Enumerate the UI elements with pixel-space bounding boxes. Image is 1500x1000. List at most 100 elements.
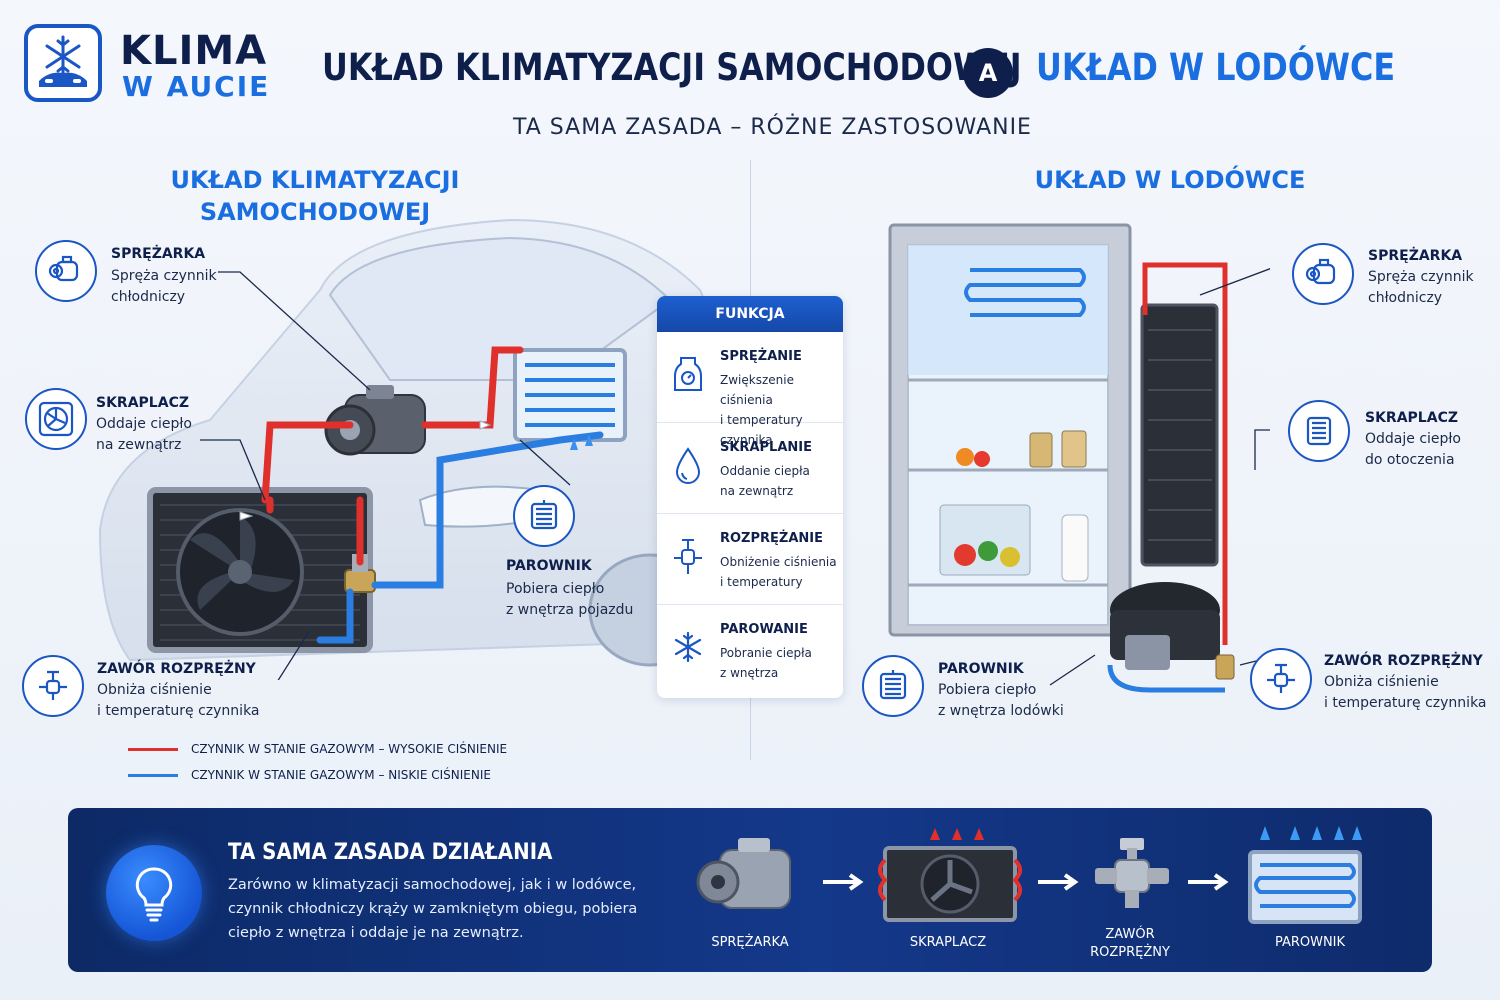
flow-valve-image — [1095, 838, 1169, 908]
function-row-desc: Pobranie ciepła z wnętrza — [720, 643, 843, 683]
lightbulb-icon — [135, 867, 173, 922]
function-row-expansion: ROZPRĘŻANIE Obniżenie ciśnienia i temper… — [657, 514, 843, 605]
car-condenser-callout-icon — [25, 388, 87, 450]
fridge-condenser-title: SKRAPLACZ — [1365, 410, 1458, 426]
valve-icon — [674, 539, 702, 574]
flow-condenser-image — [878, 828, 1022, 922]
fridge-valve-callout-icon — [1250, 648, 1312, 710]
fridge-condenser-desc-line2: do otoczenia — [1365, 452, 1455, 468]
function-row-desc-line2: na zewnątrz — [720, 484, 794, 498]
car-compressor-callout-icon — [35, 240, 97, 302]
car-compressor-desc: Spręża czynnik chłodniczy — [111, 266, 217, 308]
page-title-left: UKŁAD KLIMATYZACJI SAMOCHODOWEJ — [322, 46, 1022, 89]
fridge-condenser-desc: Oddaje ciepło do otoczenia — [1365, 429, 1461, 471]
car-valve-desc-line2: i temperaturę czynnika — [97, 703, 260, 719]
car-compressor-desc-line2: chłodniczy — [111, 289, 186, 305]
function-row-title: PAROWANIE — [720, 622, 808, 637]
fridge-condenser — [1140, 303, 1219, 567]
flow-label-valve-line1: ZAWÓR — [1105, 927, 1155, 942]
fridge-compressor-desc-line2: chłodniczy — [1368, 290, 1443, 306]
fridge-food — [939, 430, 1089, 582]
snowflake-icon — [674, 631, 702, 663]
cycle-flow-diagram — [696, 826, 1362, 924]
fridge-valve-desc-line1: Obniża ciśnienie — [1324, 674, 1439, 690]
flow-compressor-image — [696, 838, 791, 909]
car-evaporator-title: PAROWNIK — [506, 558, 592, 574]
fridge-high-pressure-line — [1142, 262, 1228, 645]
fridge-valve-title: ZAWÓR ROZPRĘŻNY — [1324, 653, 1483, 669]
car-valve-callout-icon — [22, 655, 84, 717]
function-panel: FUNKCJA SPRĘŻANIE Zwiększenie ciśnienia … — [657, 296, 843, 698]
fridge-evaporator-coil — [964, 268, 1086, 317]
pressure-icon — [674, 357, 702, 391]
evaporator-icon — [530, 500, 558, 530]
fridge-low-pressure-line — [1107, 664, 1225, 693]
fridge-compressor-desc-line1: Spręża czynnik — [1368, 269, 1474, 285]
flow-evaporator-image — [1248, 826, 1362, 924]
car-ac-illustration — [98, 218, 731, 680]
car-windshield — [328, 236, 672, 381]
logo-text-klima: KLIMA — [120, 28, 268, 74]
flow-label-evaporator: PAROWNIK — [1274, 935, 1346, 950]
valve-icon — [39, 670, 67, 700]
banner-text: Zarówno w klimatyzacji samochodowej, jak… — [228, 877, 638, 941]
banner-title: TA SAMA ZASADA DZIAŁANIA — [228, 840, 553, 865]
fridge-condenser-callout-icon — [1288, 400, 1350, 462]
fridge-evaporator-desc: Pobiera ciepło z wnętrza lodówki — [938, 680, 1064, 722]
lightbulb-badge — [106, 845, 202, 941]
flow-arrow-3 — [1188, 873, 1229, 891]
fridge-valve-desc: Obniża ciśnienie i temperaturę czynnika — [1324, 672, 1487, 714]
car-compressor-title: SPRĘŻARKA — [111, 246, 206, 262]
legend-swatch-high-pressure — [128, 748, 178, 751]
logo-text-w-aucie: W AUCIE — [122, 70, 271, 103]
flow-arrow-2 — [1038, 873, 1079, 891]
function-row-title: SKRAPLANIE — [720, 440, 812, 455]
function-row-desc-line1: Zwiększenie ciśnienia — [720, 373, 794, 407]
car-condenser-desc: Oddaje ciepło na zewnątrz — [96, 414, 192, 456]
fridge-evaporator-desc-line1: Pobiera ciepło — [938, 682, 1037, 698]
fridge-valve-desc-line2: i temperaturę czynnika — [1324, 695, 1487, 711]
car-evaporator-desc-line1: Pobiera ciepło — [506, 581, 605, 597]
flow-label-valve: ZAWÓR ROZPRĘŻNY — [1070, 926, 1190, 962]
valve-icon — [1267, 663, 1295, 693]
function-row-desc-line1: Obniżenie ciśnienia — [720, 555, 837, 569]
fridge-compressor-callout-icon — [1292, 243, 1354, 305]
droplet-icon — [675, 447, 701, 484]
function-row-desc-line2: z wnętrza — [720, 666, 779, 680]
car-valve-desc-line1: Obniża ciśnienie — [97, 682, 212, 698]
fridge-expansion-valve — [1215, 654, 1235, 680]
car-valve-desc: Obniża ciśnienie i temperaturę czynnika — [97, 680, 260, 722]
page-subtitle: TA SAMA ZASADA – RÓŻNE ZASTOSOWANIE — [513, 115, 1032, 140]
car-evaporator-desc-line2: z wnętrza pojazdu — [506, 602, 634, 618]
car-low-pressure-line — [316, 431, 604, 644]
fridge-compressor-title: SPRĘŻARKA — [1368, 248, 1463, 264]
function-row-title: ROZPRĘŻANIE — [720, 531, 823, 546]
function-row-desc: Obniżenie ciśnienia i temperatury — [720, 552, 843, 592]
flow-label-compressor: SPRĘŻARKA — [711, 935, 789, 950]
snowflake-logo-icon — [39, 35, 87, 87]
fridge-compressor-desc: Spręża czynnik chłodniczy — [1368, 267, 1474, 309]
car-condenser-title: SKRAPLACZ — [96, 395, 189, 411]
logo-mark — [24, 24, 102, 102]
function-row-desc: Zwiększenie ciśnienia i temperatury czyn… — [720, 370, 843, 450]
evaporator-icon — [879, 670, 907, 700]
vs-badge: A — [963, 48, 1013, 98]
car-title-line2: SAMOCHODOWEJ — [199, 198, 431, 226]
function-row-desc-line2: i temperatury czynnika — [720, 413, 803, 447]
flow-label-valve-line2: ROZPRĘŻNY — [1090, 945, 1170, 960]
car-condenser-desc-line2: na zewnątrz — [96, 437, 182, 453]
fridge-evaporator-callout-icon — [862, 655, 924, 717]
fridge-section-title: UKŁAD W LODÓWCE — [1034, 166, 1306, 194]
car-evaporator-callout-icon — [513, 485, 575, 547]
condenser-fan-icon — [38, 401, 74, 437]
function-row-evaporation: PAROWANIE Pobranie ciepła z wnętrza — [657, 605, 843, 696]
function-row-desc-line1: Oddanie ciepła — [720, 464, 810, 478]
car-evaporator-desc: Pobiera ciepło z wnętrza pojazdu — [506, 579, 633, 621]
legend-swatch-low-pressure — [128, 774, 178, 777]
fridge-evaporator-title: PAROWNIK — [938, 661, 1024, 677]
page-title-right: UKŁAD W LODÓWCE — [1036, 46, 1396, 89]
function-row-condensation: SKRAPLANIE Oddanie ciepła na zewnątrz — [657, 423, 843, 514]
condenser-coil-icon — [1306, 416, 1332, 446]
legend-label-high-pressure: CZYNNIK W STANIE GAZOWYM – WYSOKIE CIŚNI… — [191, 742, 508, 756]
car-valve-title: ZAWÓR ROZPRĘŻNY — [97, 661, 256, 677]
